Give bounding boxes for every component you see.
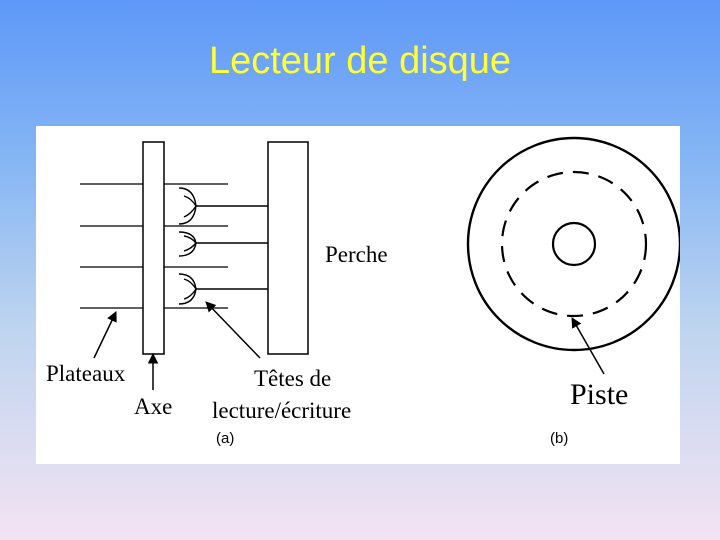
slide-title: Lecteur de disque [208, 40, 512, 82]
arm-block [267, 141, 309, 355]
label-piste: Piste [570, 378, 629, 411]
disk-drive-diagram [80, 136, 680, 390]
plateaux-arrow [93, 311, 117, 359]
label-perche: Perche [325, 242, 388, 267]
label-plateaux: Plateaux [46, 361, 126, 386]
label-heads-line2: lecture/écriture [212, 398, 352, 423]
label-heads-line1: Têtes de [254, 366, 332, 391]
heads-arrow [205, 301, 261, 359]
read-write-heads [178, 187, 268, 305]
subfigure-a-label: (a) [216, 430, 235, 447]
piste-arrow [571, 317, 605, 375]
subfigure-b-label: (b) [550, 430, 569, 447]
spindle-hole [551, 221, 597, 267]
track-circle [500, 170, 648, 318]
disk-outer-edge [466, 136, 680, 352]
spindle [142, 141, 165, 355]
label-axe: Axe [134, 394, 173, 419]
diagram-panel: Perche Plateaux Axe Têtes de lecture/écr… [36, 126, 680, 464]
